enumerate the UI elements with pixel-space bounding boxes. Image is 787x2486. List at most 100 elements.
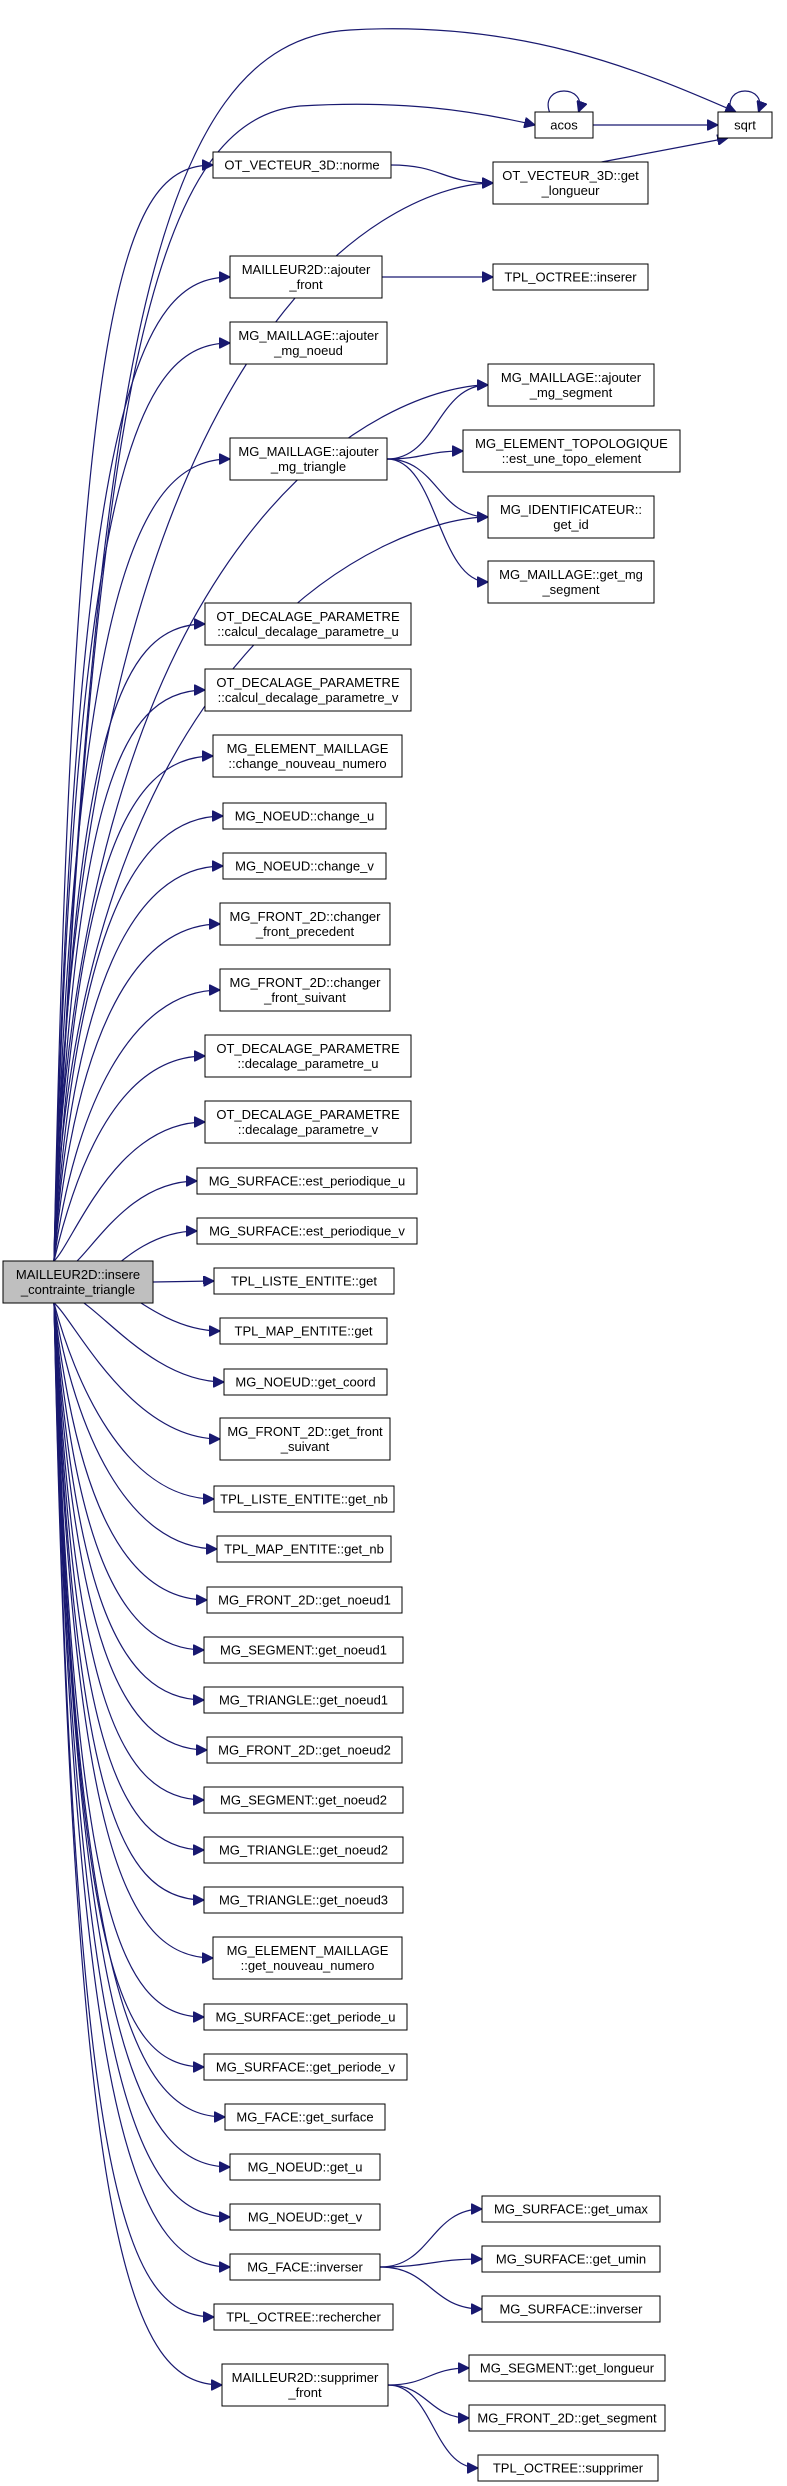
node-calcul-v[interactable]: OT_DECALAGE_PARAMETRE::calcul_decalage_p… bbox=[204, 668, 412, 712]
node-box[interactable] bbox=[219, 968, 391, 1012]
node-box[interactable] bbox=[219, 902, 391, 946]
node-ajouter-mg-triangle[interactable]: MG_MAILLAGE::ajouter_mg_triangle bbox=[229, 437, 388, 481]
node-est-une-topo[interactable]: MG_ELEMENT_TOPOLOGIQUE::est_une_topo_ele… bbox=[462, 429, 681, 473]
node-box[interactable] bbox=[213, 2303, 394, 2331]
node-box[interactable] bbox=[492, 263, 649, 291]
node-box[interactable] bbox=[477, 2454, 659, 2482]
node-tri-noeud3[interactable]: MG_TRIANGLE::get_noeud3 bbox=[203, 1886, 404, 1914]
node-octree-inserer[interactable]: TPL_OCTREE::inserer bbox=[492, 263, 649, 291]
node-box[interactable] bbox=[196, 1217, 418, 1245]
node-est-per-v[interactable]: MG_SURFACE::est_periodique_v bbox=[196, 1217, 418, 1245]
node-box[interactable] bbox=[229, 321, 388, 365]
node-box[interactable] bbox=[229, 2153, 381, 2181]
node-ajouter-front[interactable]: MAILLEUR2D::ajouter_front bbox=[229, 255, 383, 299]
node-box[interactable] bbox=[196, 1167, 418, 1195]
node-box[interactable] bbox=[481, 2295, 661, 2323]
node-box[interactable] bbox=[229, 2253, 381, 2281]
node-box[interactable] bbox=[717, 111, 773, 139]
node-seg-longueur[interactable]: MG_SEGMENT::get_longueur bbox=[468, 2354, 666, 2382]
node-rechercher[interactable]: TPL_OCTREE::rechercher bbox=[213, 2303, 394, 2331]
node-box[interactable] bbox=[204, 602, 412, 646]
node-box[interactable] bbox=[229, 437, 388, 481]
node-box[interactable] bbox=[219, 1317, 388, 1345]
node-ajouter-mg-noeud[interactable]: MG_MAILLAGE::ajouter_mg_noeud bbox=[229, 321, 388, 365]
node-change-v[interactable]: MG_NOEUD::change_v bbox=[222, 852, 387, 880]
node-box[interactable] bbox=[468, 2354, 666, 2382]
node-changer-prec[interactable]: MG_FRONT_2D::changer_front_precedent bbox=[219, 902, 391, 946]
node-surf-inverser[interactable]: MG_SURFACE::inverser bbox=[481, 2295, 661, 2323]
node-periode-u[interactable]: MG_SURFACE::get_periode_u bbox=[203, 2003, 408, 2031]
node-sqrt[interactable]: sqrt bbox=[717, 111, 773, 139]
node-box[interactable] bbox=[203, 2053, 408, 2081]
node-octree-supprimer[interactable]: TPL_OCTREE::supprimer bbox=[477, 2454, 659, 2482]
node-get-umax[interactable]: MG_SURFACE::get_umax bbox=[481, 2195, 661, 2223]
node-box[interactable] bbox=[222, 802, 387, 830]
node-get-umin[interactable]: MG_SURFACE::get_umin bbox=[481, 2245, 661, 2273]
node-box[interactable] bbox=[203, 1686, 404, 1714]
node-box[interactable] bbox=[468, 2404, 666, 2432]
node-get-v[interactable]: MG_NOEUD::get_v bbox=[229, 2203, 381, 2231]
node-root[interactable]: MAILLEUR2D::insere_contrainte_triangle bbox=[2, 1260, 154, 1304]
node-acos[interactable]: acos bbox=[534, 111, 594, 139]
node-box[interactable] bbox=[222, 852, 387, 880]
node-box[interactable] bbox=[487, 363, 655, 407]
node-box[interactable] bbox=[462, 429, 681, 473]
node-get-longueur[interactable]: OT_VECTEUR_3D::get_longueur bbox=[492, 161, 649, 205]
node-liste-get-nb[interactable]: TPL_LISTE_ENTITE::get_nb bbox=[213, 1485, 395, 1513]
node-box[interactable] bbox=[203, 1836, 404, 1864]
node-inverser[interactable]: MG_FACE::inverser bbox=[229, 2253, 381, 2281]
node-map-get[interactable]: TPL_MAP_ENTITE::get bbox=[219, 1317, 388, 1345]
node-front-segment[interactable]: MG_FRONT_2D::get_segment bbox=[468, 2404, 666, 2432]
node-box[interactable] bbox=[203, 1886, 404, 1914]
node-box[interactable] bbox=[212, 151, 392, 179]
node-seg-noeud1[interactable]: MG_SEGMENT::get_noeud1 bbox=[203, 1636, 404, 1664]
node-box[interactable] bbox=[487, 495, 655, 539]
node-box[interactable] bbox=[481, 2245, 661, 2273]
node-est-per-u[interactable]: MG_SURFACE::est_periodique_u bbox=[196, 1167, 418, 1195]
node-tri-noeud1[interactable]: MG_TRIANGLE::get_noeud1 bbox=[203, 1686, 404, 1714]
node-front-noeud2[interactable]: MG_FRONT_2D::get_noeud2 bbox=[206, 1736, 403, 1764]
node-tri-noeud2[interactable]: MG_TRIANGLE::get_noeud2 bbox=[203, 1836, 404, 1864]
node-periode-v[interactable]: MG_SURFACE::get_periode_v bbox=[203, 2053, 408, 2081]
node-get-mg-segment[interactable]: MG_MAILLAGE::get_mg_segment bbox=[487, 560, 655, 604]
node-box[interactable] bbox=[487, 560, 655, 604]
node-calcul-u[interactable]: OT_DECALAGE_PARAMETRE::calcul_decalage_p… bbox=[204, 602, 412, 646]
node-seg-noeud2[interactable]: MG_SEGMENT::get_noeud2 bbox=[203, 1786, 404, 1814]
node-changer-suiv[interactable]: MG_FRONT_2D::changer_front_suivant bbox=[219, 968, 391, 1012]
node-get-id[interactable]: MG_IDENTIFICATEUR::get_id bbox=[487, 495, 655, 539]
node-map-get-nb[interactable]: TPL_MAP_ENTITE::get_nb bbox=[216, 1535, 392, 1563]
node-box[interactable] bbox=[204, 668, 412, 712]
node-box[interactable] bbox=[492, 161, 649, 205]
node-box[interactable] bbox=[212, 1936, 403, 1980]
node-box[interactable] bbox=[213, 1485, 395, 1513]
node-liste-get[interactable]: TPL_LISTE_ENTITE::get bbox=[213, 1267, 395, 1295]
node-decalage-u[interactable]: OT_DECALAGE_PARAMETRE::decalage_parametr… bbox=[204, 1034, 412, 1078]
node-get-u[interactable]: MG_NOEUD::get_u bbox=[229, 2153, 381, 2181]
node-box[interactable] bbox=[204, 1100, 412, 1144]
node-box[interactable] bbox=[203, 2003, 408, 2031]
node-decalage-v[interactable]: OT_DECALAGE_PARAMETRE::decalage_parametr… bbox=[204, 1100, 412, 1144]
node-box[interactable] bbox=[206, 1586, 403, 1614]
node-box[interactable] bbox=[212, 734, 403, 778]
node-box[interactable] bbox=[216, 1535, 392, 1563]
node-box[interactable] bbox=[2, 1260, 154, 1304]
node-box[interactable] bbox=[203, 1636, 404, 1664]
node-box[interactable] bbox=[481, 2195, 661, 2223]
node-change-u[interactable]: MG_NOEUD::change_u bbox=[222, 802, 387, 830]
node-box[interactable] bbox=[219, 1417, 391, 1461]
node-get-coord[interactable]: MG_NOEUD::get_coord bbox=[223, 1368, 388, 1396]
node-get-surface[interactable]: MG_FACE::get_surface bbox=[224, 2103, 386, 2131]
node-box[interactable] bbox=[224, 2103, 386, 2131]
node-change-nouveau[interactable]: MG_ELEMENT_MAILLAGE::change_nouveau_nume… bbox=[212, 734, 403, 778]
node-box[interactable] bbox=[204, 1034, 412, 1078]
node-get-nouveau[interactable]: MG_ELEMENT_MAILLAGE::get_nouveau_numero bbox=[212, 1936, 403, 1980]
node-supprimer-front[interactable]: MAILLEUR2D::supprimer_front bbox=[221, 2363, 389, 2407]
node-box[interactable] bbox=[534, 111, 594, 139]
node-box[interactable] bbox=[229, 255, 383, 299]
node-norme[interactable]: OT_VECTEUR_3D::norme bbox=[212, 151, 392, 179]
node-box[interactable] bbox=[206, 1736, 403, 1764]
node-box[interactable] bbox=[203, 1786, 404, 1814]
node-get-front-suivant[interactable]: MG_FRONT_2D::get_front_suivant bbox=[219, 1417, 391, 1461]
node-ajouter-mg-segment[interactable]: MG_MAILLAGE::ajouter_mg_segment bbox=[487, 363, 655, 407]
node-box[interactable] bbox=[213, 1267, 395, 1295]
